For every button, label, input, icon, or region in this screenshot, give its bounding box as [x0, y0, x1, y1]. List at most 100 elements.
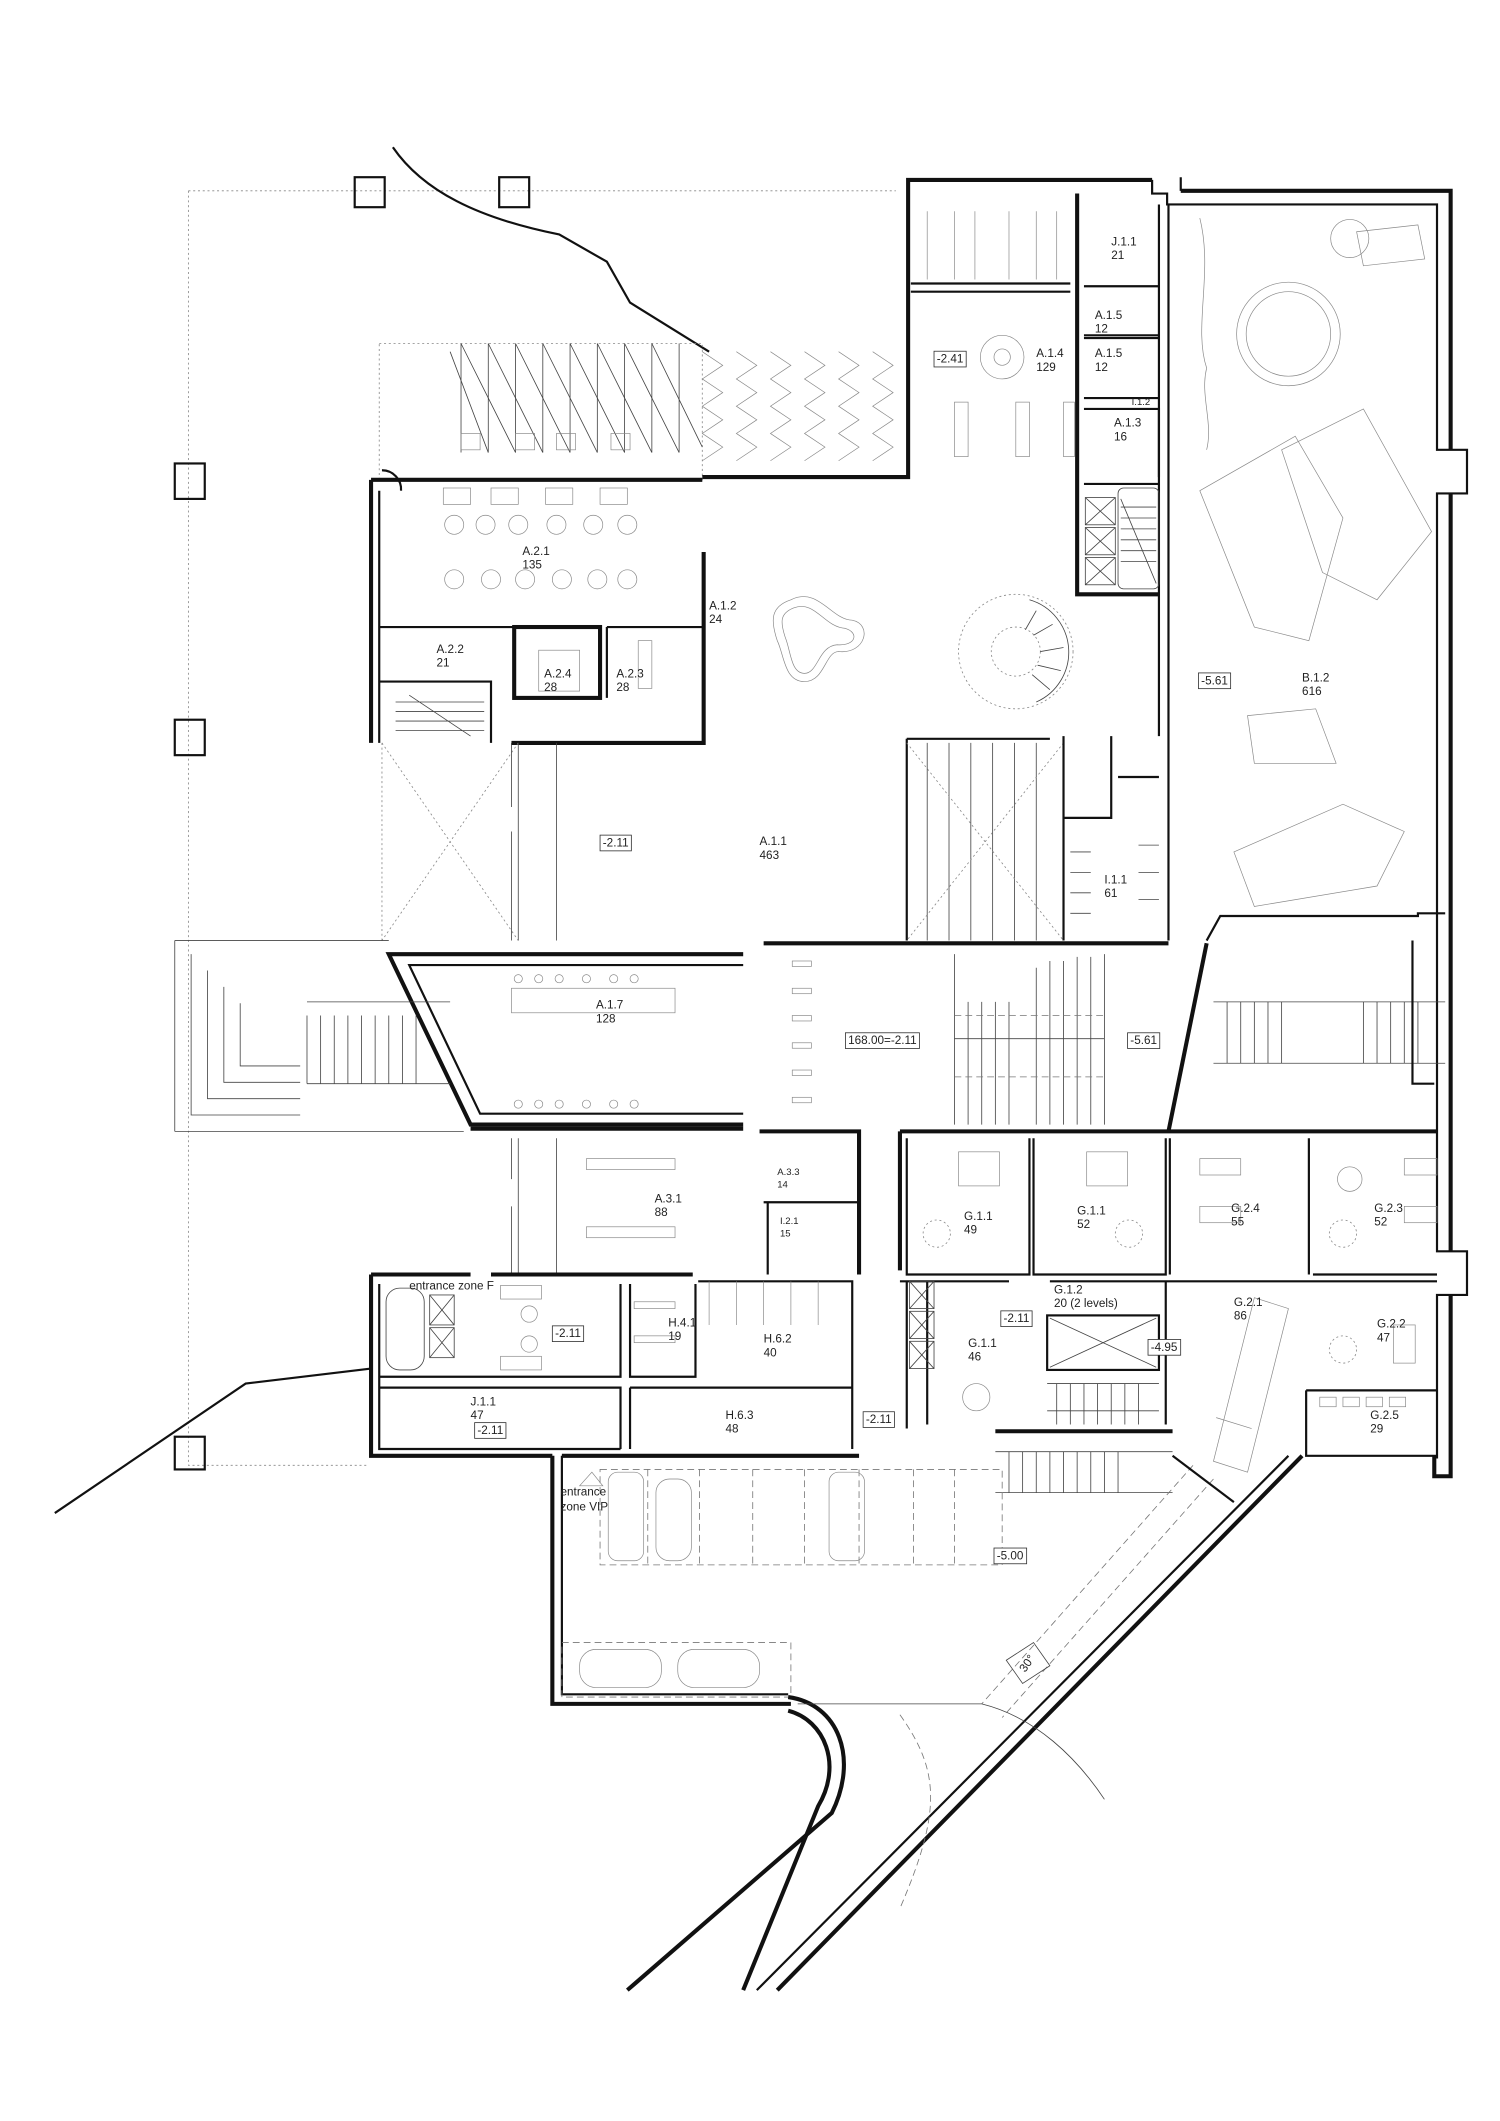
room-code: A.1.3: [1114, 417, 1141, 430]
room-area: 61: [1104, 887, 1117, 900]
elevation-marker: -2.11: [603, 836, 629, 849]
room-label: G.2.529: [1370, 1409, 1399, 1436]
room-label: A.2.328: [616, 667, 643, 694]
elevation-marker: -2.11: [1004, 1312, 1030, 1325]
spiral-stair: [958, 593, 1074, 710]
room-code: B.1.2: [1302, 672, 1329, 685]
a2-rooms: [395, 487, 703, 737]
room-area: 55: [1231, 1215, 1245, 1228]
g-block-south: [899, 1280, 1438, 1494]
room-area: 46: [968, 1350, 981, 1363]
room-code: H.4.1: [668, 1316, 696, 1329]
elevation-box: [862, 1411, 895, 1428]
room-area: 129: [1036, 361, 1056, 374]
room-area: 14: [777, 1179, 788, 1190]
room-area: 47: [1377, 1331, 1390, 1344]
room-code: A.1.7: [596, 999, 623, 1012]
room-label: G.1.220 (2 levels): [1054, 1284, 1118, 1311]
elevation-marker: -2.11: [866, 1413, 892, 1426]
room-label: G.2.186: [1234, 1296, 1263, 1323]
room-label: A.2.221: [436, 643, 463, 670]
elevation-box: [551, 1325, 585, 1342]
elevation-markers: -2.41 -5.61 -2.11 168.00=-2.11 -5.61 -2.…: [474, 350, 1232, 1565]
garage: [550, 1455, 1003, 1706]
room-area: 52: [1077, 1218, 1090, 1231]
room-area: 52: [1374, 1215, 1387, 1228]
elevation-box: [845, 1032, 920, 1049]
truck-exhibit: [1213, 1297, 1289, 1473]
elevation-marker: -2.11: [477, 1424, 503, 1437]
room-area: 86: [1234, 1309, 1247, 1322]
room-code: G.2.1: [1234, 1296, 1263, 1309]
room-code: A.1.1: [760, 835, 787, 848]
room-label: J.1.121: [1111, 235, 1136, 262]
room-code: A.1.5: [1095, 309, 1123, 322]
room-area: 40: [764, 1346, 778, 1359]
room-code: H.6.3: [725, 1409, 753, 1422]
a17-wedge: [385, 952, 812, 1127]
room-label: I.2.115: [780, 1216, 799, 1239]
elevation-marker: -5.61: [1201, 674, 1228, 687]
room-area: 135: [522, 558, 542, 571]
room-area: 12: [1095, 323, 1108, 336]
room-code: G.1.1: [968, 1337, 997, 1350]
room-code: J.1.1: [1111, 235, 1136, 248]
elevation-box: [1198, 672, 1232, 690]
ramp-angle-label: 30°: [1017, 1653, 1038, 1675]
elevation-marker: -2.11: [555, 1327, 581, 1340]
room-code: H.6.2: [764, 1333, 792, 1346]
north-terrace: [378, 343, 894, 481]
room-code: A.2.1: [522, 545, 549, 558]
room-label: A.1.512: [1095, 309, 1123, 336]
room-code: G.1.1: [964, 1210, 993, 1223]
room-area: 88: [655, 1206, 669, 1219]
elevation-box: [1000, 1310, 1033, 1327]
room-code: A.1.2: [709, 599, 736, 612]
room-label: G.2.352: [1374, 1202, 1403, 1229]
wc-label: I.1.2: [1132, 397, 1151, 408]
room-label: H.6.240: [764, 1333, 792, 1360]
access-road: [625, 1454, 1304, 1992]
room-code: A.1.5: [1095, 347, 1123, 360]
room-code: J.1.1: [471, 1395, 496, 1408]
upper-right-rooms: [772, 193, 1370, 710]
site-boundary: [173, 176, 896, 1471]
room-label: G.1.152: [1077, 1205, 1106, 1232]
room-area: 29: [1370, 1423, 1383, 1436]
room-area: 49: [964, 1224, 977, 1237]
elevation-marker: -5.00: [997, 1549, 1024, 1562]
room-area: 12: [1095, 361, 1108, 374]
room-area: 47: [471, 1409, 484, 1422]
exhibit-objects: [1199, 224, 1432, 907]
room-code: G.2.3: [1374, 1202, 1403, 1215]
elevation-box: [933, 350, 967, 368]
room-area: 28: [616, 681, 630, 694]
room-label: J.1.147: [471, 1395, 496, 1422]
entrance-vip-label: zone VIP: [561, 1500, 609, 1513]
terrain-line: [54, 146, 710, 1514]
elevation-marker: 168.00=-2.11: [848, 1034, 917, 1047]
room-code: I.2.1: [780, 1216, 799, 1227]
room-area: 48: [725, 1423, 739, 1436]
elevation-box: [474, 1422, 507, 1439]
elevation-box: [1127, 1032, 1161, 1049]
room-label: H.6.348: [725, 1409, 753, 1436]
room-label: G.2.455: [1231, 1202, 1260, 1229]
room-area: 616: [1302, 685, 1322, 698]
room-area: 463: [760, 849, 780, 862]
room-label: A.3.188: [655, 1192, 682, 1219]
room-label: A.2.428: [544, 667, 572, 694]
elevation-box: [599, 834, 632, 852]
room-label: A.3.314: [777, 1167, 799, 1190]
room-code: A.3.1: [655, 1192, 682, 1205]
room-area: 21: [436, 657, 449, 670]
room-code: A.3.3: [777, 1167, 799, 1178]
room-area: 20 (2 levels): [1054, 1297, 1118, 1310]
room-label: G.2.247: [1377, 1318, 1406, 1345]
room-area: 128: [596, 1012, 616, 1025]
